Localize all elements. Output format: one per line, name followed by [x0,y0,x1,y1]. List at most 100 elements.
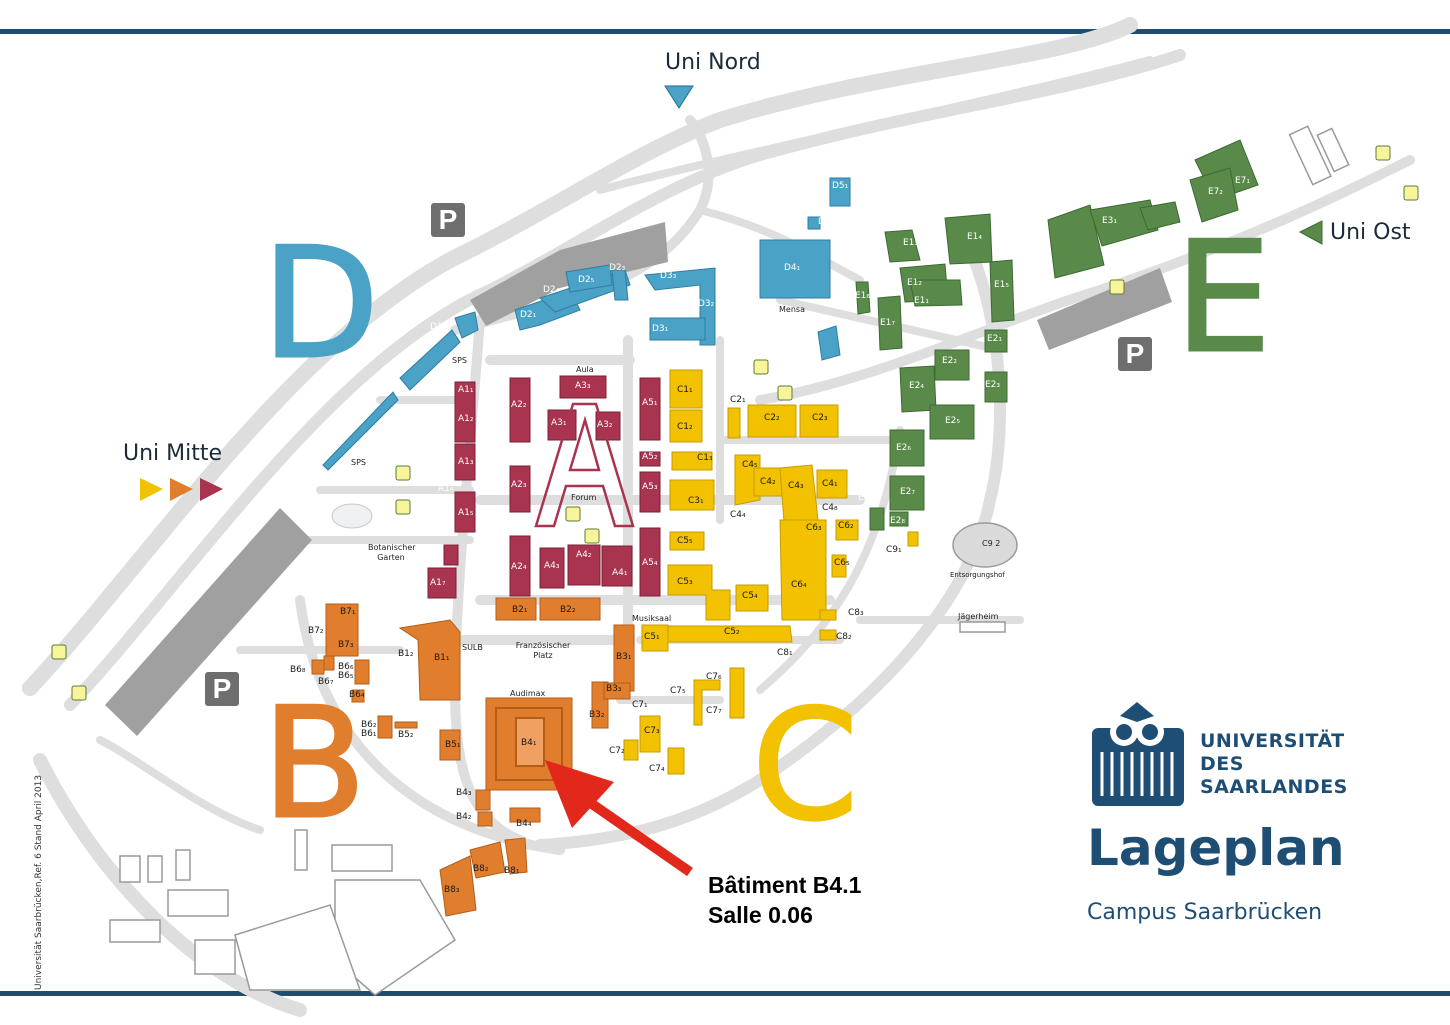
label-forum: Forum [571,493,597,502]
building-label: A4₂ [576,550,592,560]
building-label: B2₂ [560,605,576,615]
building-label: E7₁ [1235,176,1251,186]
building-label: B5₁ [445,740,461,750]
parking-icon: P [205,672,239,706]
gate-triangle-icon [664,85,694,109]
label-mensa: Mensa [779,305,805,314]
building-label: A5₃ [642,482,658,492]
building-label: B6₂ [361,720,377,730]
building-label: E2₄ [909,381,925,391]
building-label: E1₇ [880,318,896,328]
building-label: E2₅ [945,416,961,426]
building-label: E1₂ [907,278,923,288]
building-label: A1₇ [430,578,446,588]
building-label: A1₃ [458,457,474,467]
building-label: A5₁ [642,398,658,408]
building-label: A4₁ [612,568,628,578]
building-label: A5₂ [642,452,658,462]
building-label: D2₁ [520,310,537,320]
credit-text: Universität Saarbrücken,Ref. 6 Stand Apr… [34,774,44,990]
building-label: B6₇ [318,677,334,687]
building-label: E2₂ [942,356,958,366]
label-aula: Aula [576,365,594,374]
zone-b-buildings [311,597,635,917]
building-label: C8₁ [777,648,793,658]
building-label: D2₄ [543,285,560,295]
zone-letter-a-outline [534,402,635,528]
building-label: D1₁ [338,417,355,427]
building-label: C1₃ [697,453,713,463]
building-label: B3₂ [589,710,605,720]
building-label: C4₂ [760,477,776,487]
building-label: C4₁ [822,479,838,489]
building-label: A1₅ [458,508,474,518]
building-label: A3₂ [597,420,613,430]
building-label: B3₃ [606,684,622,694]
building-label: E3₁ [1102,216,1118,226]
building-label: D4₁ [784,263,801,273]
building-label: A4₃ [544,561,560,571]
gate-label-nord: Uni Nord [665,50,761,75]
building-label: D4₅ [793,342,810,352]
gate-triangle-icon [200,478,223,501]
building-label: C7₁ [632,700,648,710]
zone-d-buildings [322,177,851,471]
building-label: C6₄ [791,580,807,590]
building-label: B8₂ [473,864,489,874]
building-label: C7₅ [670,686,686,696]
building-label: C6₃ [806,523,822,533]
label-sps-1: SPS [452,356,467,365]
parking-icon: P [431,203,465,237]
building-label: C8₂ [836,632,852,642]
building-label: B1₁ [434,653,450,663]
university-name-line1: UNIVERSITÄT [1200,730,1345,752]
destination-room: Salle 0.06 [708,902,813,928]
building-label: D2₅ [578,275,595,285]
building-label: B8₁ [504,866,520,876]
gate-label-ost: Uni Ost [1330,220,1411,245]
building-label: C9₁ [886,545,902,555]
building-label: C6₅ [834,558,850,568]
gate-triangle-icon [1298,220,1323,245]
gate-triangle-icon [140,478,163,501]
label-sulb: SULB [462,643,483,652]
building-label: A5₄ [642,558,658,568]
building-label: C2₃ [812,413,828,423]
label-entsorgungshof: Entsorgungshof [950,571,1005,579]
building-label: C7₄ [649,764,665,774]
building-label: A3₃ [575,381,591,391]
building-label: C4₃ [788,481,804,491]
building-label: C7₇ [706,706,722,716]
label-botanischer-garten: Botanischer Garten [368,543,416,562]
gate-triangle-icon [170,478,193,501]
building-label: C5₅ [677,536,693,546]
building-label: C7₆ [706,672,722,682]
building-label: B6₁ [361,729,377,739]
building-label: B6₈ [290,665,306,675]
label-audimax: Audimax [510,689,546,698]
building-label: C2₁ [730,395,746,405]
building-label: E2₈ [890,516,906,526]
frame-top-line [0,29,1450,34]
zone-letter-c: C [750,677,859,854]
building-label: B6₄ [349,690,365,700]
building-label: A1₁ [458,385,474,395]
building-label: C1₂ [677,422,693,432]
bus-stop-icons [51,145,1419,701]
building-label: B7₃ [338,640,354,650]
building-label: C7₃ [644,726,660,736]
building-label: A3₁ [551,418,567,428]
gate-label-mitte: Uni Mitte [123,441,223,466]
building-label: C4₈ [822,503,838,513]
building-label: D2₂ [572,316,589,326]
zone-e-buildings [855,139,1259,531]
building-label: A4₄ [602,530,618,540]
building-label: E1₁ [914,296,930,306]
building-label: C1₁ [677,385,693,395]
building-label: E2₇ [900,487,916,497]
zone-c-buildings [623,369,919,775]
building-label: B7₂ [308,626,324,636]
building-label: D4₂ [778,222,795,232]
building-label: A1₄ [438,484,454,494]
building-label: B4₁ [521,738,537,748]
